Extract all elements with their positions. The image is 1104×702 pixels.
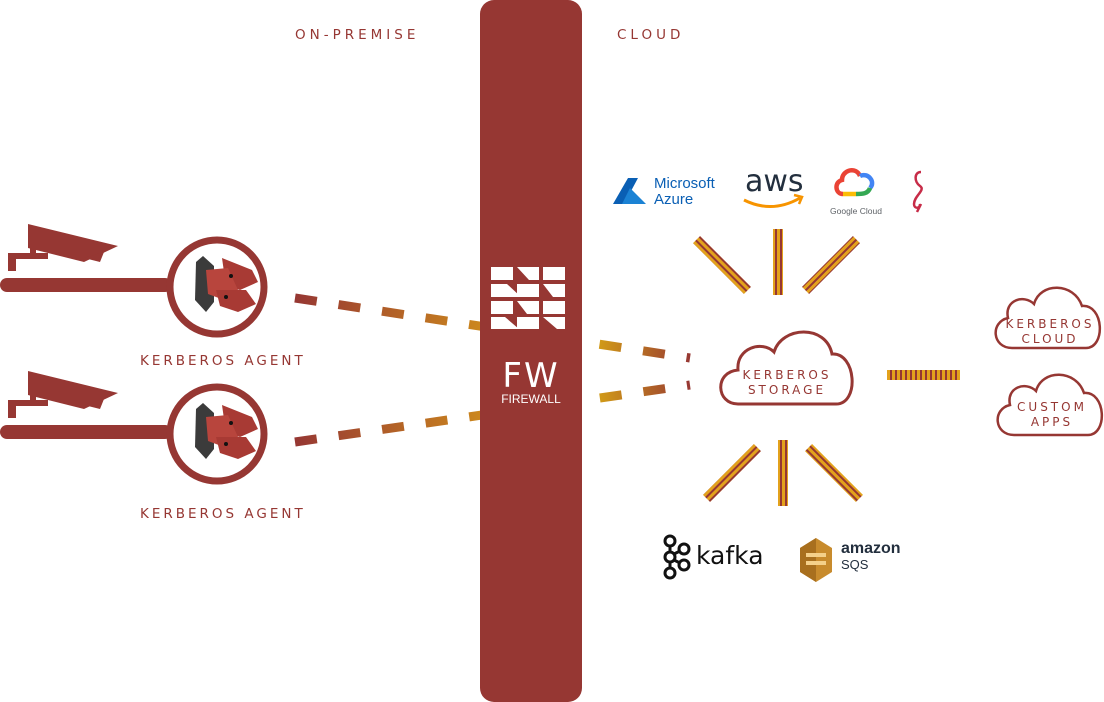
- kerberos-cloud-icon: [994, 286, 1101, 350]
- google-cloud-logo-text: Google Cloud: [830, 206, 882, 216]
- cloud-label: CLOUD: [617, 27, 685, 43]
- firewall-logo-icon: [491, 267, 565, 329]
- striped-connectors: [693, 229, 960, 506]
- kerberos-dog-icon: [195, 403, 258, 459]
- camera-icon: [8, 371, 118, 418]
- agent-1-label: KERBEROS AGENT: [140, 353, 306, 369]
- storage-cloud-icon: [719, 330, 854, 406]
- sqs-icon: [800, 538, 832, 582]
- flamingo-icon: [912, 170, 923, 213]
- agent-2: [0, 371, 268, 485]
- firewall-pillar: FW FIREWALL: [480, 0, 582, 702]
- kerberos-cloud-label: KERBEROS CLOUD: [1005, 317, 1095, 346]
- storage-label: KERBEROS STORAGE: [742, 368, 832, 397]
- agent1-pole: [0, 278, 172, 292]
- agent-2-label: KERBEROS AGENT: [140, 506, 306, 522]
- aws-arrow-icon: [793, 193, 804, 205]
- custom-apps-label: CUSTOM APPS: [1017, 400, 1087, 429]
- sqs-logo-text: amazon SQS: [841, 540, 901, 573]
- agent2-pole: [0, 425, 172, 439]
- google-cloud-icon: [834, 167, 875, 197]
- firewall-title: FW: [502, 356, 560, 396]
- aws-logo-text: aws: [745, 164, 804, 199]
- firewall-subtitle: FIREWALL: [501, 392, 561, 406]
- agent-1: [0, 224, 268, 338]
- camera-icon: [8, 224, 118, 271]
- on-premise-label: ON-PREMISE: [295, 27, 420, 43]
- kerberos-dog-icon: [195, 256, 258, 312]
- kafka-icon: [663, 534, 691, 580]
- azure-icon: [613, 178, 646, 204]
- kafka-logo-text: kafka: [696, 541, 764, 570]
- custom-apps-cloud-icon: [996, 373, 1103, 437]
- azure-logo-text: Microsoft Azure: [654, 175, 715, 208]
- aws-smile-icon: [743, 196, 801, 208]
